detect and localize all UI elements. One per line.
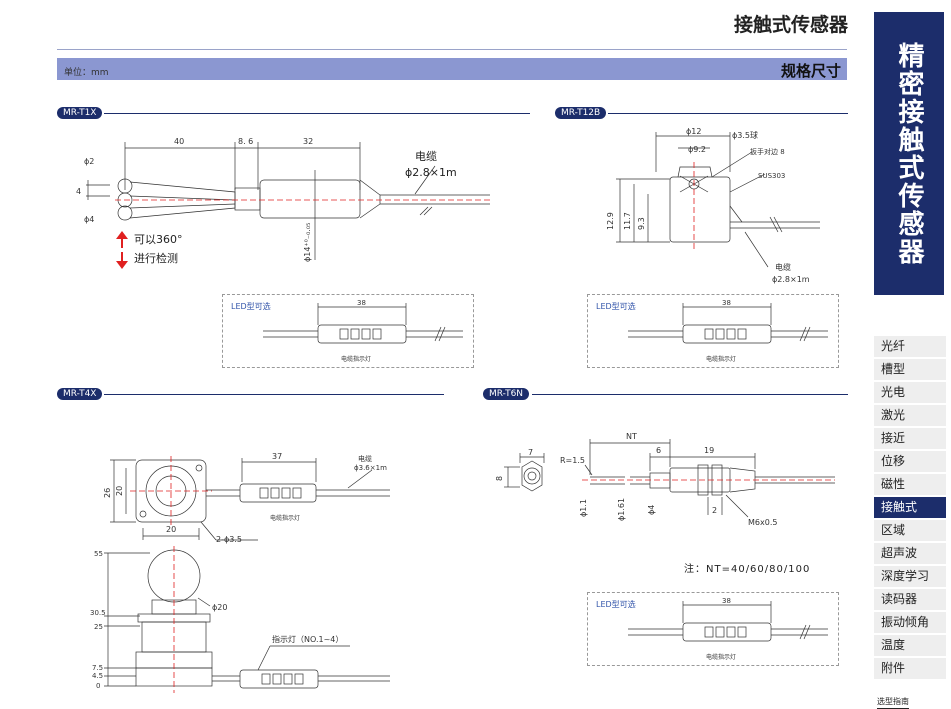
nav-item-fiber[interactable]: 光纤: [874, 336, 946, 357]
nav-item-vibration[interactable]: 振动倾角: [874, 612, 946, 633]
side-title: 精密接触式传感器: [874, 12, 944, 295]
section-tag-t6n: MR-T6N: [483, 388, 530, 400]
nav-item-deep-learning[interactable]: 深度学习: [874, 566, 946, 587]
section-tag-t4x: MR-T4X: [57, 388, 103, 400]
t12b-led-caption: 电缆指示灯: [706, 355, 736, 363]
nav-item-slot[interactable]: 槽型: [874, 359, 946, 380]
nav-item-accessory[interactable]: 附件: [874, 658, 946, 679]
t4x-dim-20h: 20: [166, 525, 176, 534]
nav-item-area[interactable]: 区域: [874, 520, 946, 541]
t4x-y-45: 4.5: [92, 672, 103, 680]
t6n-led-option-box: LED型可选 38 电缆指示灯: [587, 592, 839, 666]
t12b-cable-label: 电缆: [775, 262, 791, 272]
t6n-led-dim: 38: [722, 597, 731, 605]
t6n-dim-phi11: ϕ1.1: [579, 499, 588, 517]
t6n-note: 注：NT=40/60/80/100: [684, 564, 811, 575]
t12b-led-label: LED型可选: [596, 302, 636, 311]
t4x-dim-phi20: ϕ20: [212, 603, 227, 612]
t12b-dim-phi12: ϕ12: [686, 127, 701, 136]
t12b-led-option-box: LED型可选 38 电缆指示灯: [587, 294, 839, 368]
header-rule: [57, 49, 847, 50]
t6n-dim-phi4: ϕ4: [647, 505, 656, 515]
t1x-drawing: 40 8. 6 32 ϕ2 4 ϕ4 ϕ14⁺⁰₋₀.₀₅ 电缆 ϕ2.8×1m…: [76, 137, 490, 269]
nav-item-contact[interactable]: 接触式: [874, 497, 946, 518]
t6n-dim-6: 6: [656, 446, 661, 455]
t4x-dim-20v: 20: [115, 486, 124, 496]
t1x-detect-line2: 进行检测: [134, 251, 178, 265]
t1x-dim-phi4: ϕ4: [84, 215, 94, 224]
nav-item-photo[interactable]: 光电: [874, 382, 946, 403]
t4x-drawing: 37 26 20 20 2-ϕ3.5 ϕ20 55 30.5 25 7.5 4.…: [90, 452, 390, 693]
t1x-cable-label: 电缆: [415, 150, 437, 163]
category-nav: 光纤 槽型 光电 激光 接近 位移 磁性 接触式 区域 超声波 深度学习 读码器…: [874, 336, 946, 681]
t1x-dim-40: 40: [174, 137, 184, 146]
t4x-dim-holes: 2-ϕ3.5: [216, 535, 242, 544]
t12b-dim-phi92: ϕ9.2: [688, 145, 706, 154]
t4x-y-305: 30.5: [90, 609, 106, 617]
t6n-led-drawing: 38 电缆指示灯: [628, 597, 828, 661]
t6n-dim-2: 2: [712, 506, 717, 515]
nav-item-magnetic[interactable]: 磁性: [874, 474, 946, 495]
t1x-dim-86: 8. 6: [238, 137, 253, 146]
t12b-led-drawing: 38 电缆指示灯: [628, 299, 828, 363]
t4x-y-75: 7.5: [92, 664, 103, 672]
t6n-drawing: 7 8 R=1.5 NT 6 19 ϕ1.1 ϕ1.61 ϕ4 2 M6x0.5: [495, 432, 835, 527]
t1x-led-dim: 38: [357, 299, 366, 307]
t6n-dim-r: R=1.5: [560, 456, 585, 465]
section-rule-t1x: [104, 113, 530, 114]
t4x-cable-label: 电缆: [358, 454, 372, 463]
t12b-dim-93: 9.3: [637, 217, 646, 230]
unit-label: 单位：mm: [64, 68, 109, 78]
t1x-detect-line1: 可以360°: [134, 233, 183, 246]
spec-heading: 规格尺寸: [780, 62, 841, 80]
t1x-dim-4: 4: [76, 187, 81, 196]
t4x-y-0: 0: [96, 682, 100, 690]
section-tag-t1x: MR-T1X: [57, 107, 103, 119]
t6n-dim-m6: M6x0.5: [748, 518, 777, 527]
t12b-drawing: ϕ12 ϕ3.5球 ϕ9.2 扳手对边 8 SUS303 12.9 11.7 9…: [606, 127, 820, 284]
nav-item-proximity[interactable]: 接近: [874, 428, 946, 449]
section-rule-t12b: [608, 113, 848, 114]
t4x-y-55: 55: [94, 550, 103, 558]
nav-item-laser[interactable]: 激光: [874, 405, 946, 426]
t4x-indicator-label: 指示灯（NO.1~4）: [272, 634, 343, 644]
t1x-dim-phi14: ϕ14⁺⁰₋₀.₀₅: [303, 223, 312, 262]
t4x-led-caption: 电缆指示灯: [270, 514, 300, 522]
section-rule-t6n: [532, 394, 848, 395]
t1x-dim-phi2: ϕ2: [84, 157, 94, 166]
t12b-cable-dim: ϕ2.8×1m: [772, 275, 810, 284]
t6n-dim-phi161: ϕ1.61: [617, 498, 626, 521]
t12b-dim-129: 12.9: [606, 212, 615, 230]
t1x-led-option-box: LED型可选 38 电缆指示灯: [222, 294, 474, 368]
t1x-led-label: LED型可选: [231, 302, 271, 311]
t1x-cable-dim: ϕ2.8×1m: [405, 166, 457, 179]
t4x-cable-dim: ϕ3.6×1m: [354, 464, 387, 472]
t12b-dim-ball: ϕ3.5球: [732, 130, 758, 140]
t12b-dim-117: 11.7: [623, 212, 632, 230]
t6n-dim-7: 7: [528, 448, 533, 457]
t1x-led-caption: 电缆指示灯: [341, 355, 371, 363]
t12b-dim-wrench: 扳手对边 8: [750, 147, 785, 156]
t6n-dim-nt: NT: [626, 432, 637, 441]
t12b-dim-sus: SUS303: [758, 172, 785, 180]
t4x-dim-37: 37: [272, 452, 282, 461]
page-title: 接触式传感器: [733, 14, 848, 36]
nav-item-code-reader[interactable]: 读码器: [874, 589, 946, 610]
section-rule-t4x: [104, 394, 444, 395]
t1x-led-drawing: 38 电缆指示灯: [263, 299, 463, 363]
t6n-led-label: LED型可选: [596, 600, 636, 609]
t4x-y-25: 25: [94, 623, 103, 631]
subheader-bar: [57, 58, 847, 80]
t4x-dim-26: 26: [103, 488, 112, 498]
t1x-dim-32: 32: [303, 137, 313, 146]
nav-item-ultrasonic[interactable]: 超声波: [874, 543, 946, 564]
t12b-led-dim: 38: [722, 299, 731, 307]
t6n-dim-19: 19: [704, 446, 714, 455]
t6n-dim-8: 8: [495, 476, 504, 481]
t6n-led-caption: 电缆指示灯: [706, 653, 736, 661]
nav-item-displacement[interactable]: 位移: [874, 451, 946, 472]
footer-label: 选型指南: [877, 696, 909, 709]
section-tag-t12b: MR-T12B: [555, 107, 607, 119]
nav-item-temperature[interactable]: 温度: [874, 635, 946, 656]
